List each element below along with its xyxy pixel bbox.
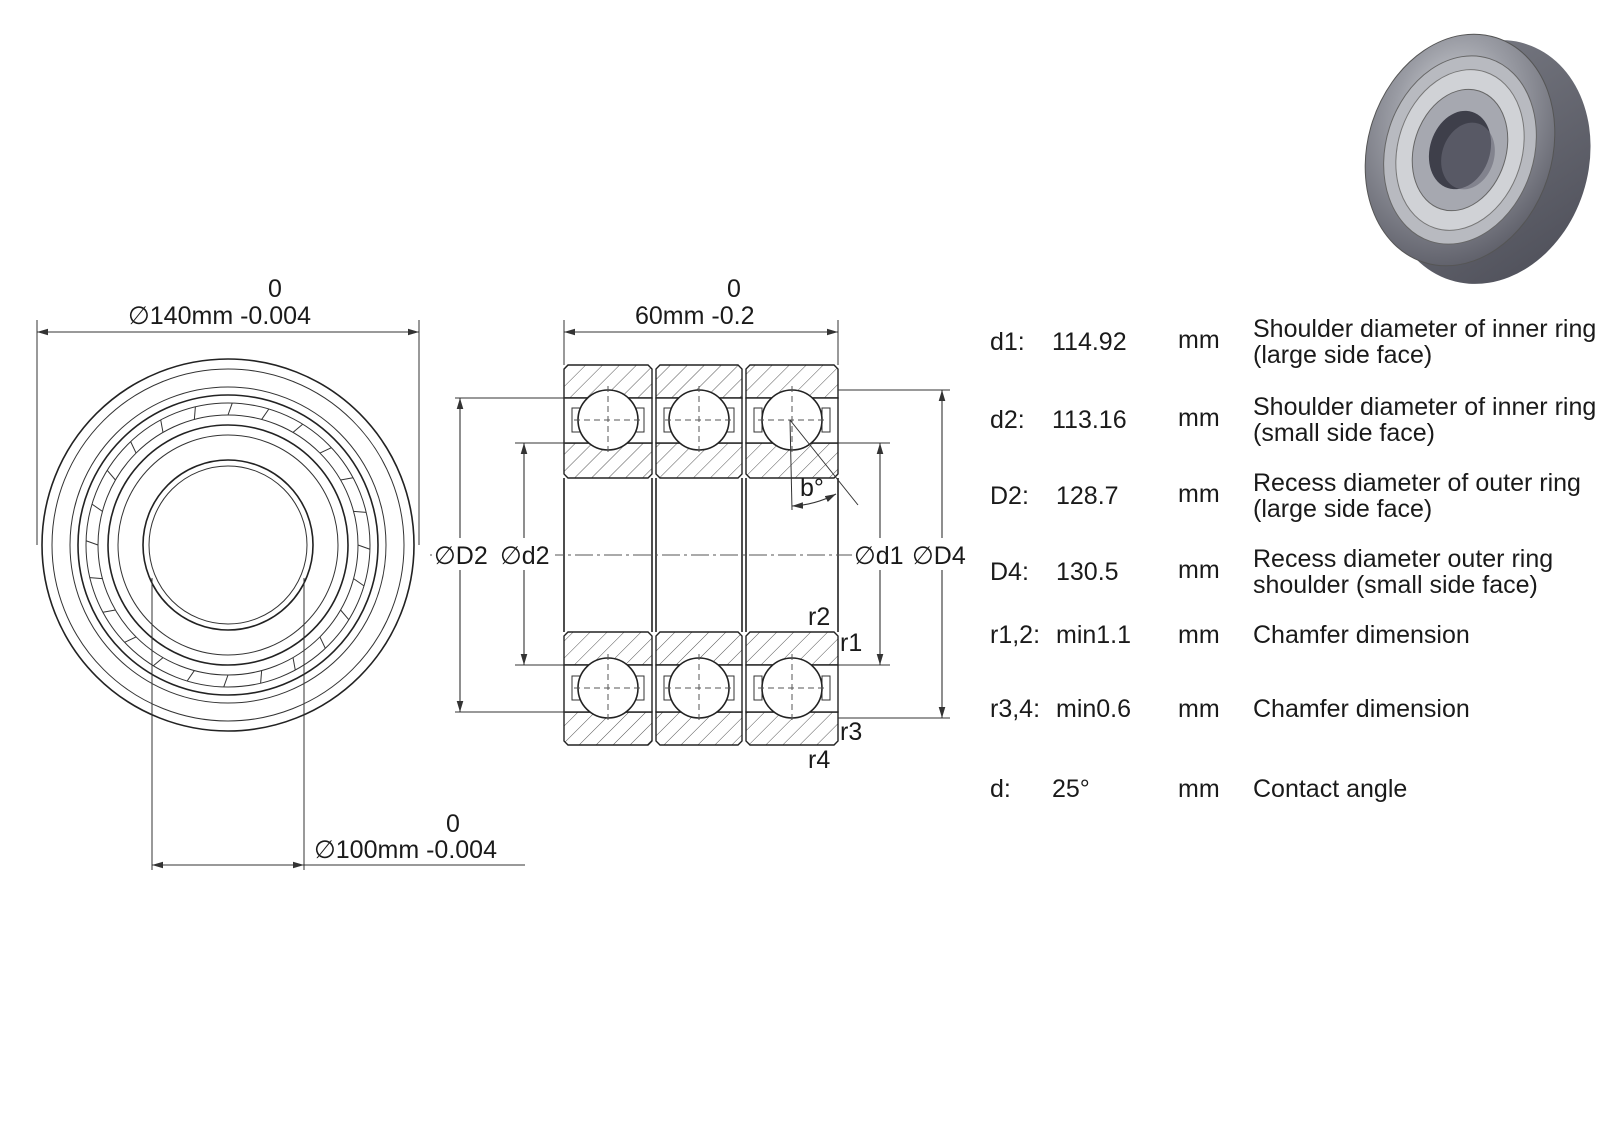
spec-key: d:: [990, 775, 1011, 803]
label-r1: r1: [840, 629, 862, 657]
label-angle: b°: [800, 474, 824, 502]
cage-mark: [106, 470, 116, 481]
spec-value: min1.1: [1056, 621, 1132, 649]
cage-mark: [292, 423, 303, 433]
outer-dia-label: ∅140mm -0.004: [128, 302, 311, 330]
cage-mark: [85, 540, 99, 546]
spec-unit: mm: [1178, 404, 1220, 432]
label-r4: r4: [808, 746, 830, 774]
section-view: 0 60mm -0.2 ∅D2 ∅d2 ∅d1 ∅D: [430, 275, 972, 774]
label-D2: ∅D2: [434, 542, 488, 570]
inner-dia-label: ∅100mm -0.004: [314, 836, 497, 864]
label-r3: r3: [840, 718, 862, 746]
cage-mark: [227, 402, 233, 416]
inner-dia-tol-upper: 0: [446, 810, 460, 838]
spec-description: Chamfer dimension: [1253, 695, 1470, 723]
spec-description: Chamfer dimension: [1253, 621, 1470, 649]
cage-mark: [340, 609, 350, 620]
spec-description: Shoulder diameter of inner ring (small s…: [1253, 393, 1597, 447]
spec-unit: mm: [1178, 326, 1220, 354]
cage-mark: [130, 441, 137, 454]
cage-mark: [153, 657, 164, 667]
cage-mark: [261, 408, 270, 420]
outer-dia-tol-upper: 0: [268, 275, 282, 303]
label-d2: ∅d2: [500, 542, 550, 570]
cage-mark: [340, 477, 354, 481]
cage-mark: [186, 670, 195, 682]
cage-mark: [292, 657, 296, 671]
spec-key: d1:: [990, 328, 1025, 356]
cage-mark: [353, 578, 365, 587]
label-d1: ∅d1: [854, 542, 904, 570]
cage-mark: [260, 670, 263, 684]
spec-unit: mm: [1178, 695, 1220, 723]
cage-mark: [319, 636, 326, 649]
spec-unit: mm: [1178, 775, 1220, 803]
cage-mark: [89, 577, 103, 580]
spec-description: Shoulder diameter of inner ring (large s…: [1253, 315, 1597, 369]
cage-mark: [160, 419, 164, 433]
spec-key: r3,4:: [990, 695, 1041, 723]
width-label: 60mm -0.2: [635, 302, 754, 330]
spec-value: 25°: [1052, 775, 1090, 803]
cage-mark: [223, 674, 229, 688]
spec-description: Contact angle: [1253, 775, 1408, 803]
cage-mark: [91, 503, 103, 512]
spec-key: D2:: [990, 482, 1029, 510]
spec-description: Recess diameter of outer ring (large sid…: [1253, 469, 1581, 523]
spec-unit: mm: [1178, 621, 1220, 649]
front-view: 0 ∅140mm -0.004 0 ∅100mm -0.004: [36, 275, 525, 870]
label-r2: r2: [808, 603, 830, 631]
cage-mark: [124, 636, 137, 643]
cage-mark: [357, 544, 371, 550]
spec-key: D4:: [990, 558, 1029, 586]
spec-value: 130.5: [1056, 558, 1119, 586]
spec-value: 114.92: [1052, 328, 1127, 356]
spec-value: 113.16: [1052, 406, 1127, 434]
spec-value: min0.6: [1056, 695, 1132, 723]
cage-mark: [353, 510, 367, 513]
spec-unit: mm: [1178, 480, 1220, 508]
spec-key: d2:: [990, 406, 1025, 434]
width-tol-upper: 0: [727, 275, 741, 303]
label-D4: ∅D4: [912, 542, 966, 570]
bearing-3d-render: [1364, 33, 1591, 284]
cage-mark: [102, 609, 116, 613]
spec-key: r1,2:: [990, 621, 1041, 649]
cage-mark: [319, 447, 332, 454]
spec-value: 128.7: [1056, 482, 1119, 510]
spec-unit: mm: [1178, 556, 1220, 584]
spec-description: Recess diameter outer ring shoulder (sma…: [1253, 545, 1554, 599]
cage-mark: [193, 406, 196, 420]
